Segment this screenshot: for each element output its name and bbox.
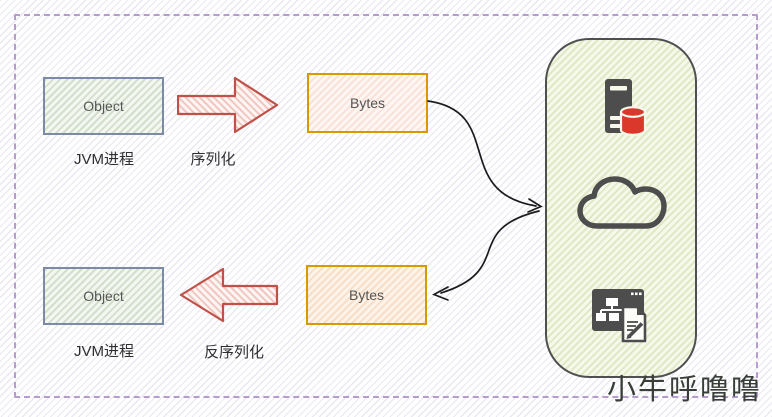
serialize-arrow-icon [177, 76, 279, 134]
serialize-label: 序列化 [190, 151, 236, 168]
bytes-box-bottom: Bytes [306, 265, 427, 325]
object-box-top-label: Object [83, 98, 124, 114]
deserialize-label: 反序列化 [203, 344, 265, 361]
bytes-box-bottom-label: Bytes [348, 287, 384, 303]
jvm-process-label-bottom: JVM进程 [73, 343, 135, 360]
object-box-bottom: Object [43, 267, 164, 325]
bytes-box-top: Bytes [307, 73, 428, 133]
web-app-document-icon [547, 287, 699, 349]
deserialize-arrow-icon [179, 267, 279, 323]
diagram-dashed-border [14, 14, 758, 398]
storage-targets-container [545, 38, 697, 378]
object-box-top: Object [43, 77, 164, 135]
watermark-text: 小牛呼噜噜 [606, 372, 762, 406]
cloud-icon [547, 174, 699, 234]
object-box-bottom-label: Object [83, 288, 124, 304]
jvm-process-label-top: JVM进程 [73, 151, 135, 168]
server-database-icon [547, 78, 699, 138]
bytes-box-top-label: Bytes [349, 95, 385, 111]
